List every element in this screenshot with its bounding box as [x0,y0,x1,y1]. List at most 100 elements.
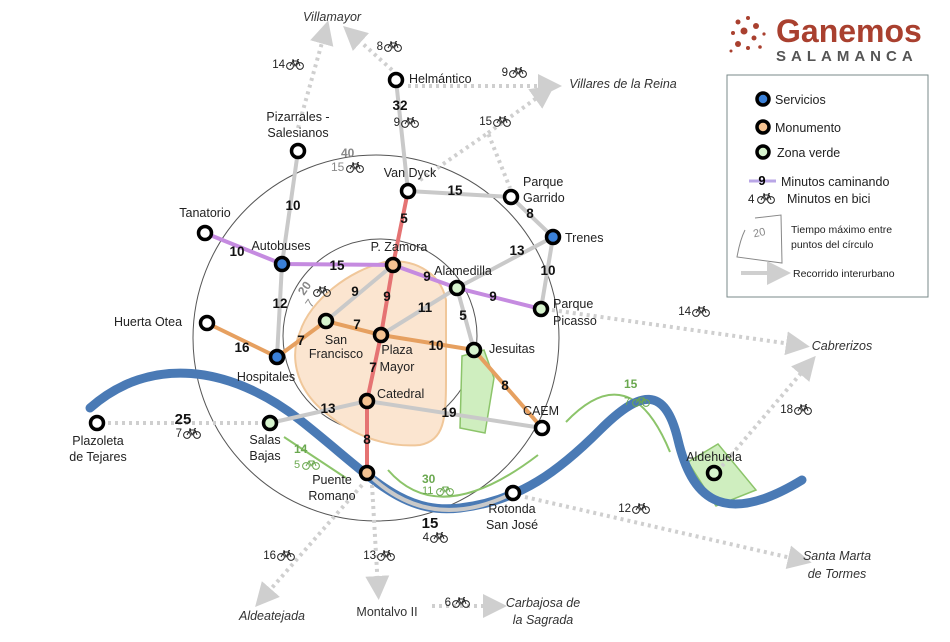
destination-labels: Villamayor Villares de la Reina Cabreriz… [238,10,872,627]
destination-carbajosa[interactable]: Carbajosa de [506,596,580,610]
station-label: Salesianos [267,126,328,140]
green-route-3 [387,454,539,498]
destination-villamayor[interactable]: Villamayor [303,10,362,24]
station-label: Picasso [553,314,597,328]
legend-zona-verde-icon [755,144,771,160]
station-alamedilla[interactable] [448,279,466,297]
destination-montalvo[interactable]: Montalvo II [356,605,417,619]
station-sanfrancisco[interactable] [317,312,335,330]
station-label: Puente [312,473,352,487]
walk-time: 32 [392,98,407,113]
bike-icon [632,503,650,514]
station-helmantico[interactable] [387,71,405,89]
bike-time: 9 [502,67,527,79]
legend-servicios: Servicios [775,93,826,107]
station-hospitales[interactable] [268,348,286,366]
legend-circle-2: puntos del círculo [791,239,873,251]
walk-time-labels: 32 5 9 7 8 10 15 9 9 16 7 7 10 8 10 12 1… [175,98,556,532]
green-bike-time: 7 [624,396,630,408]
station-label: Francisco [309,347,363,361]
station-pizarrales[interactable] [289,142,307,160]
legend-monumento-icon [755,119,771,135]
walk-time: 10 [229,244,244,259]
walk-time: 7 [353,317,361,332]
station-label: de Tejares [69,450,126,464]
bike-time-labels: 9 14 8 9 15 14 18 12 16 13 6 4 7 [176,41,812,609]
destination-santamarta-2[interactable]: de Tormes [808,567,867,581]
destination-aldeatejada[interactable]: Aldeatejada [238,609,305,623]
logo: Ganemos SALAMANCA [729,13,922,65]
station-label: Mayor [380,360,415,374]
station-pzamora[interactable] [384,256,402,274]
legend-walk: Minutos caminando [781,175,889,189]
station-label: Huerta Otea [114,315,182,329]
walk-time: 15 [329,258,345,273]
station-label: Parque [553,297,593,311]
station-caem[interactable] [533,419,551,437]
walk-time: 5 [459,308,467,323]
destination-carbajosa-2[interactable]: la Sagrada [513,613,574,627]
station-huertaotea[interactable] [198,314,216,332]
station-puenteromano[interactable] [358,464,376,482]
bike-time: 13 [363,550,395,562]
station-label: Bajas [249,449,280,463]
logo-dots-icon [729,16,766,53]
bike-time: 12 [618,503,650,515]
station-aldehuela[interactable] [705,464,723,482]
svg-text:15: 15 [479,116,492,128]
legend-walk-sample: 9 [758,173,765,188]
station-plazoleta[interactable] [88,414,106,432]
walk-time: 9 [383,289,391,304]
station-label: Autobuses [251,239,310,253]
svg-text:4: 4 [423,532,430,544]
legend: Servicios Monumento Zona verde 9 Minutos… [726,74,929,298]
station-tanatorio[interactable] [196,224,214,242]
svg-text:7: 7 [176,428,182,440]
destination-cabrerizos[interactable]: Cabrerizos [812,339,872,353]
station-trenes[interactable] [544,228,562,246]
station-jesuitas[interactable] [465,341,483,359]
walk-time: 9 [351,284,359,299]
green-walk-time: 14 [294,442,308,456]
bike-icon [302,460,320,470]
station-vandyck[interactable] [399,182,417,200]
station-parquepicasso[interactable] [532,300,550,318]
svg-text:20: 20 [295,278,314,297]
station-label: Garrido [523,191,565,205]
station-plazamayor[interactable] [372,326,390,344]
station-label: Rotonda [488,502,535,516]
walk-time: 16 [234,340,250,355]
walk-time: 8 [363,432,371,447]
station-label: Trenes [565,231,603,245]
bike-time: 7 [176,428,201,440]
bike-time: 6 [445,597,470,609]
green-walk-time: 15 [624,377,638,391]
bike-icon [384,41,402,52]
station-label: Hospitales [237,370,295,384]
station-rotonda[interactable] [504,484,522,502]
bike-time: 18 [780,404,812,416]
bike-icon [277,550,295,561]
walk-time: 5 [400,211,408,226]
walk-time: 15 [447,183,463,198]
station-label: Alamedilla [434,264,492,278]
bike-icon [346,162,364,173]
walk-time: 7 [297,333,305,348]
station-label: P. Zamora [371,240,428,254]
destination-villares[interactable]: Villares de la Reina [569,77,677,91]
station-autobuses[interactable] [273,255,291,273]
bike-icon [401,117,419,128]
station-parquegarrido[interactable] [502,188,520,206]
station-catedral[interactable] [358,392,376,410]
bike-icon [183,428,201,439]
station-salasbajas[interactable] [261,414,279,432]
green-route-2 [283,436,347,479]
station-label: Plazoleta [72,434,123,448]
destination-santamarta[interactable]: Santa Marta [803,549,871,563]
legend-servicios-icon [755,91,771,107]
svg-text:6: 6 [445,597,451,609]
station-label: Catedral [377,387,424,401]
svg-text:14: 14 [272,59,285,71]
svg-text:14: 14 [678,306,691,318]
bike-icon [692,306,710,317]
